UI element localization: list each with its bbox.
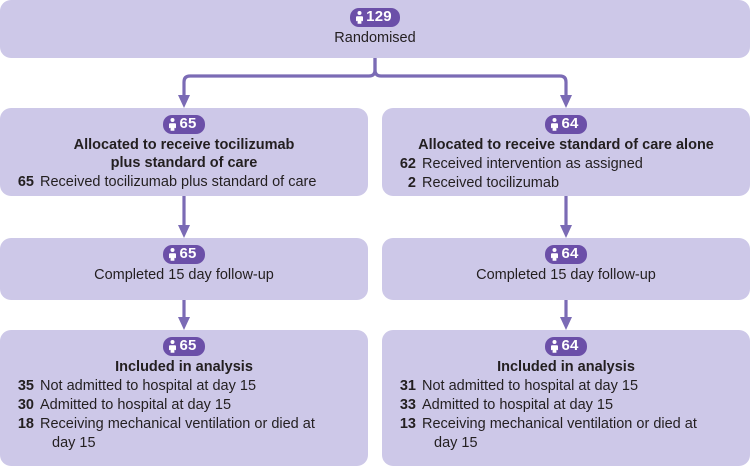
node-followup-right-label: Completed 15 day follow-up — [476, 267, 656, 283]
list-item-text-line1: Receiving mechanical ventilation or died… — [40, 416, 315, 432]
node-allocated-right-title-line1: Allocated to receive standard of care al… — [418, 137, 714, 153]
node-followup-right: 64 Completed 15 day follow-up — [382, 238, 750, 300]
arrowhead-to-analysis-right — [560, 317, 572, 330]
count-value: 129 — [366, 8, 392, 25]
list-item-text-line2: day 15 — [52, 435, 96, 451]
list-item-text-line2: day 15 — [434, 435, 478, 451]
list-item-number: 62 — [399, 156, 416, 172]
node-analysis-right-title: Included in analysis — [497, 359, 635, 375]
arrowhead-to-followup-left — [178, 225, 190, 238]
badge-row-allocated-right: 64 — [382, 115, 750, 134]
node-analysis-left: 65 Included in analysis 35 Not admitted … — [0, 330, 368, 466]
badge-row-analysis-left: 65 — [0, 337, 368, 356]
list-item-text: Not admitted to hospital at day 15 — [40, 378, 257, 394]
node-allocated-right-items: 62 Received intervention as assigned 2 R… — [382, 155, 750, 193]
list-item: 65 Received tocilizumab plus standard of… — [10, 173, 360, 192]
arrowhead-to-analysis-left — [178, 317, 190, 330]
list-item-text-line1: Receiving mechanical ventilation or died… — [422, 416, 697, 432]
list-item: 31 Not admitted to hospital at day 15 — [392, 377, 742, 396]
count-value: 64 — [561, 337, 579, 354]
person-icon — [169, 339, 177, 353]
connector-randomised-to-left — [182, 58, 377, 96]
list-item-number: 30 — [17, 397, 34, 413]
list-item-text: Receiving mechanical ventilation or died… — [422, 415, 742, 453]
node-allocated-left-items: 65 Received tocilizumab plus standard of… — [0, 173, 368, 192]
count-value: 65 — [179, 115, 197, 132]
list-item-text: Received intervention as assigned — [422, 156, 643, 172]
badge-row-followup-right: 64 — [382, 245, 750, 264]
list-item-number: 18 — [17, 416, 34, 432]
count-badge-analysis-left: 65 — [163, 337, 205, 356]
list-item: 35 Not admitted to hospital at day 15 — [10, 377, 360, 396]
person-icon — [551, 339, 559, 353]
arrowhead-to-followup-right — [560, 225, 572, 238]
list-item-number: 33 — [399, 397, 416, 413]
person-icon — [356, 10, 364, 24]
node-analysis-right-items: 31 Not admitted to hospital at day 15 33… — [382, 377, 750, 453]
list-item: 33 Admitted to hospital at day 15 — [392, 396, 742, 415]
count-badge-followup-right: 64 — [545, 245, 587, 264]
count-badge-analysis-right: 64 — [545, 337, 587, 356]
list-item-text: Not admitted to hospital at day 15 — [422, 378, 639, 394]
list-item: 30 Admitted to hospital at day 15 — [10, 396, 360, 415]
node-analysis-right: 64 Included in analysis 31 Not admitted … — [382, 330, 750, 466]
node-allocated-left-title-line2: plus standard of care — [110, 155, 258, 171]
badge-row-analysis-right: 64 — [382, 337, 750, 356]
count-badge-randomised: 129 — [350, 8, 400, 27]
list-item-text: Receiving mechanical ventilation or died… — [40, 415, 360, 453]
node-randomised: 129 Randomised — [0, 0, 750, 58]
node-randomised-label: Randomised — [334, 30, 416, 46]
person-icon — [169, 247, 177, 261]
list-item: 2 Received tocilizumab — [392, 174, 742, 193]
node-analysis-left-items: 35 Not admitted to hospital at day 15 30… — [0, 377, 368, 453]
person-icon — [169, 117, 177, 131]
node-allocated-left-title-line1: Allocated to receive tocilizumab — [73, 137, 295, 153]
node-followup-left-label: Completed 15 day follow-up — [94, 267, 274, 283]
badge-row-followup-left: 65 — [0, 245, 368, 264]
count-badge-allocated-left: 65 — [163, 115, 205, 134]
list-item-number: 65 — [17, 174, 34, 190]
badge-row-allocated-left: 65 — [0, 115, 368, 134]
list-item: 13 Receiving mechanical ventilation or d… — [392, 415, 742, 453]
list-item-number: 31 — [399, 378, 416, 394]
count-value: 64 — [561, 245, 579, 262]
count-value: 65 — [179, 245, 197, 262]
node-followup-left: 65 Completed 15 day follow-up — [0, 238, 368, 300]
count-badge-followup-left: 65 — [163, 245, 205, 264]
count-value: 65 — [179, 337, 197, 354]
list-item-number: 13 — [399, 416, 416, 432]
list-item: 62 Received intervention as assigned — [392, 155, 742, 174]
list-item-text: Received tocilizumab plus standard of ca… — [40, 174, 317, 190]
list-item-text: Received tocilizumab — [422, 175, 560, 191]
list-item-text: Admitted to hospital at day 15 — [40, 397, 232, 413]
list-item: 18 Receiving mechanical ventilation or d… — [10, 415, 360, 453]
arrowhead-to-allocated-right — [560, 95, 572, 108]
badge-row-randomised: 129 — [0, 8, 750, 27]
person-icon — [551, 247, 559, 261]
node-allocated-tocilizumab: 65 Allocated to receive tocilizumab plus… — [0, 108, 368, 196]
list-item-number: 2 — [407, 175, 416, 191]
connector-randomised-to-right — [373, 58, 568, 96]
node-allocated-standard-care: 64 Allocated to receive standard of care… — [382, 108, 750, 196]
list-item-text: Admitted to hospital at day 15 — [422, 397, 614, 413]
count-value: 64 — [561, 115, 579, 132]
arrowhead-to-allocated-left — [178, 95, 190, 108]
node-analysis-left-title: Included in analysis — [115, 359, 253, 375]
person-icon — [551, 117, 559, 131]
list-item-number: 35 — [17, 378, 34, 394]
count-badge-allocated-right: 64 — [545, 115, 587, 134]
